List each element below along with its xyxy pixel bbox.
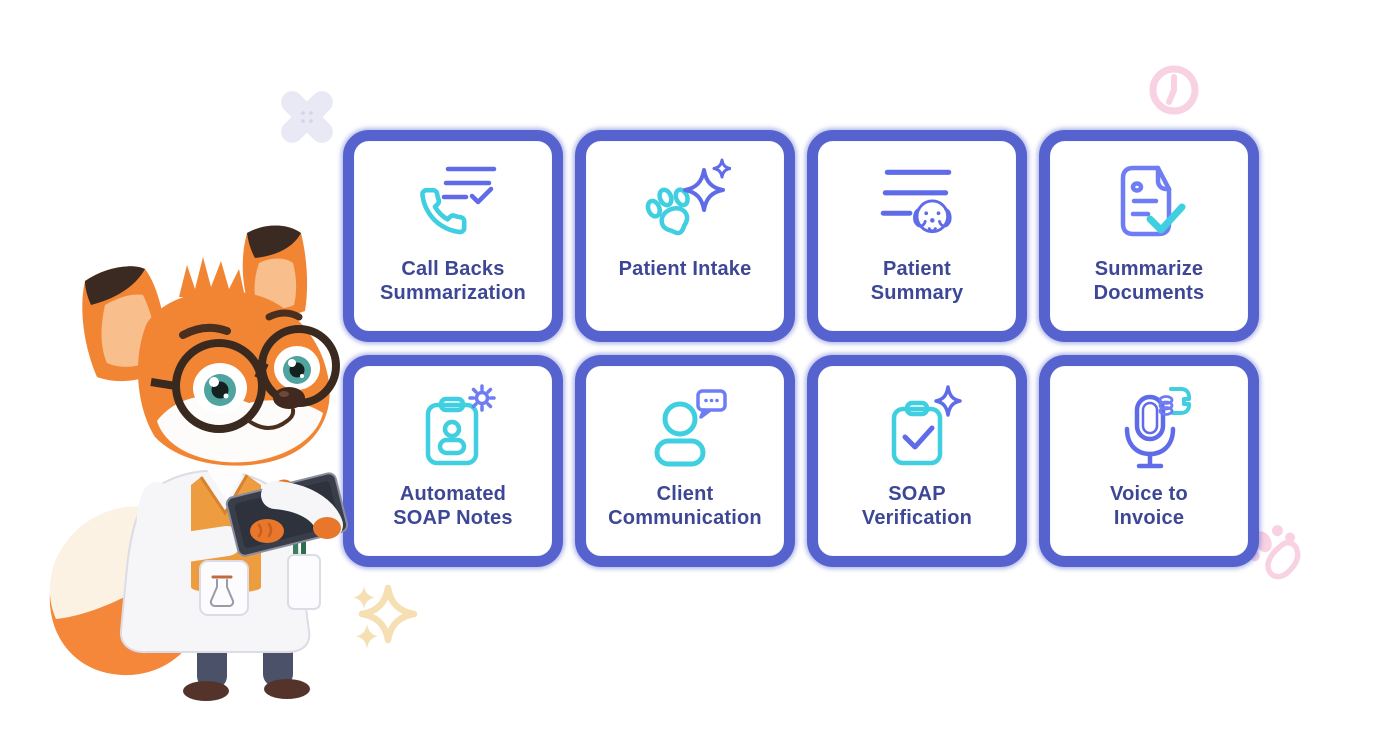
call-summary-icon xyxy=(420,166,497,235)
microphone-invoice-icon xyxy=(1124,387,1191,469)
summary-lines-dog-icon xyxy=(880,169,952,234)
fox-eyes xyxy=(193,346,320,413)
clock-icon xyxy=(1149,65,1199,115)
clipboard-check-sparkle-icon xyxy=(891,385,962,466)
document-check-icon xyxy=(1120,165,1186,237)
fox-nose xyxy=(273,387,305,409)
person-chat-icon xyxy=(654,389,727,467)
bandage-cross-icon xyxy=(281,91,333,143)
fox-mouth xyxy=(247,408,296,430)
clipboard-gear-icon xyxy=(425,384,496,466)
fox-head xyxy=(82,225,340,466)
feature-card-patient-intake[interactable]: Patient Intake xyxy=(575,130,795,342)
fox-arms-tablet xyxy=(136,472,349,563)
sparkles-icon xyxy=(353,584,418,649)
fox-eyebrow-left xyxy=(179,323,231,339)
fox-veterinarian-mascot xyxy=(49,225,349,701)
card-label: Patient Intake xyxy=(618,258,752,280)
fox-eyebrow-right xyxy=(265,309,303,321)
paw-sparkle-icon xyxy=(645,158,731,236)
